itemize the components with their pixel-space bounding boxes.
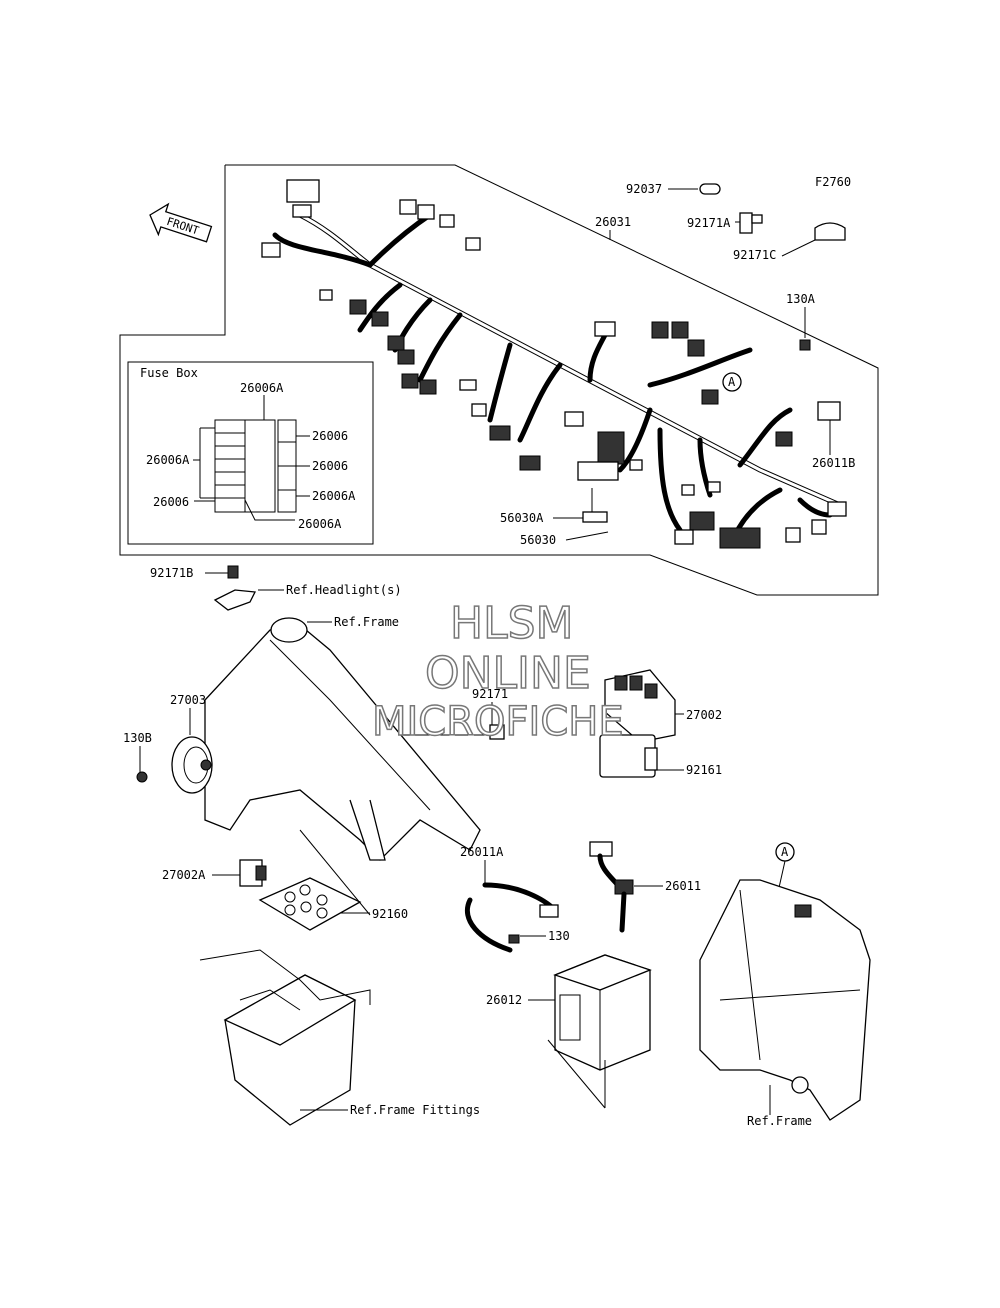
main-wiring-harness [272, 212, 843, 538]
fuse-label-6: 26006A [298, 517, 342, 531]
part-56030-label: 56030 [520, 533, 556, 547]
horn-27003-icon [171, 736, 213, 794]
part-27002-label: 27002 [686, 708, 722, 722]
clamp-92171a-icon [739, 212, 763, 234]
part-92037-label: 92037 [626, 182, 662, 196]
part-92171a-label: 92171A [687, 216, 731, 230]
label-56030-icon [565, 531, 609, 541]
label-56030a-icon [582, 511, 608, 523]
watermark-line-2: ONLINE [425, 648, 591, 699]
part-26011a-label: 26011A [460, 845, 504, 859]
clamp-92171-icon [489, 724, 505, 740]
bolt-130a-icon [799, 339, 811, 351]
callout-a-label-2: A [781, 845, 789, 859]
part-26011-label: 26011 [665, 879, 701, 893]
battery-26012-icon [553, 954, 652, 1071]
watermark-line-1: HLSM [450, 598, 574, 649]
fuse-box-title: Fuse Box [140, 366, 198, 380]
clamp-92037-icon [699, 183, 721, 195]
fuse-label-3: 26006 [312, 459, 348, 473]
front-arrow-icon: FRONT [149, 202, 213, 243]
ref-frame-fittings-label: Ref.Frame Fittings [350, 1103, 480, 1117]
part-27003-label: 27003 [170, 693, 206, 707]
fuse-label-2: 26006 [312, 429, 348, 443]
cable-26011a-icon [464, 882, 559, 953]
part-130-label: 130 [548, 929, 570, 943]
fuse-label-0: 26006A [240, 381, 284, 395]
frame-detail-drawing [699, 879, 871, 1121]
clamp-92171c-icon [814, 222, 846, 241]
fuse-label-4: 26006 [153, 495, 189, 509]
figure-code: F2760 [815, 175, 851, 189]
part-26011b-label: 26011B [812, 456, 855, 470]
cable-26011-icon [589, 841, 634, 933]
ecu-cover-92161-icon [599, 734, 658, 778]
fuse-box-drawing [193, 419, 297, 513]
battery-pad-92160-icon [258, 877, 362, 931]
fuse-box-inset [127, 361, 374, 545]
headlight-bracket-icon [213, 565, 257, 611]
frame-drawing [204, 617, 500, 861]
fuse-label-5: 26006A [312, 489, 356, 503]
part-26031-label: 26031 [595, 215, 631, 229]
part-92161-label: 92161 [686, 763, 722, 777]
ecu-27002-icon [604, 669, 676, 743]
part-56030a-label: 56030A [500, 511, 544, 525]
fuse-label-1: 26006A [146, 453, 190, 467]
part-92171-label: 92171 [472, 687, 508, 701]
callout-a-label-1: A [728, 375, 736, 389]
part-27002a-label: 27002A [162, 868, 206, 882]
bolt-130b-icon [136, 771, 148, 783]
part-92160-label: 92160 [372, 907, 408, 921]
part-130a-label: 130A [786, 292, 816, 306]
harness-connectors [261, 179, 847, 549]
relay-27002a-icon [239, 859, 267, 887]
ref-frame-label-2: Ref.Frame [747, 1114, 812, 1128]
part-130b-label: 130B [123, 731, 152, 745]
harness-group-outline [119, 164, 879, 596]
ref-frame-label-1: Ref.Frame [334, 615, 399, 629]
part-92171b-label: 92171B [150, 566, 193, 580]
part-92171c-label: 92171C [733, 248, 776, 262]
battery-case-icon [199, 949, 371, 1126]
ref-headlight-label: Ref.Headlight(s) [286, 583, 402, 597]
part-26012-label: 26012 [486, 993, 522, 1007]
watermark-line-3: MICROFICHE [372, 699, 624, 745]
callout-a-harness [722, 372, 742, 392]
